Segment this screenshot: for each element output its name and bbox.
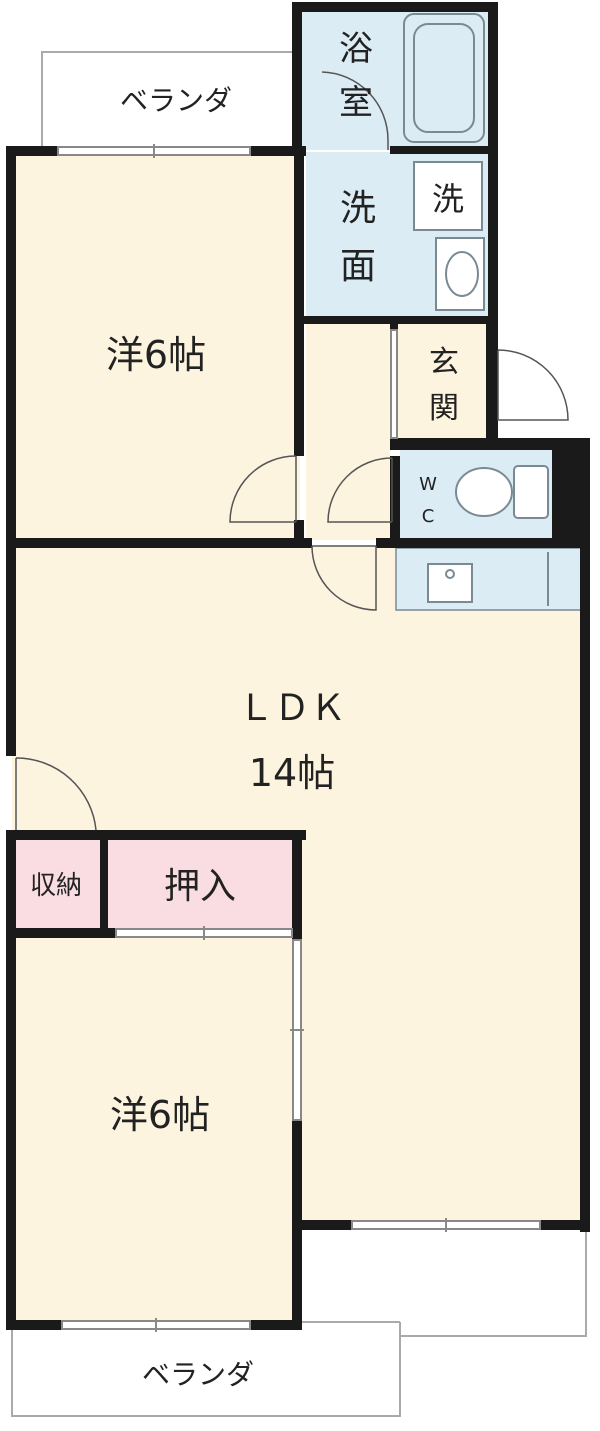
- washer-label: 洗: [432, 180, 464, 218]
- bathtub: [403, 13, 485, 143]
- wall: [100, 830, 108, 936]
- wall: [6, 1320, 62, 1330]
- wall: [292, 830, 302, 940]
- closet-area: [108, 838, 294, 930]
- sink-basin: [445, 251, 479, 297]
- bedroom-bottom-area: [12, 936, 300, 1320]
- closet-label: 押入: [164, 866, 236, 907]
- windows: [57, 144, 541, 1332]
- doors: [15, 71, 569, 831]
- balcony-top-outline: [41, 51, 294, 148]
- kitchen-counter: [395, 547, 583, 611]
- wall: [292, 2, 498, 12]
- wall: [294, 520, 304, 540]
- wall: [300, 316, 498, 324]
- bedroom-top-area: [12, 152, 300, 540]
- kitchen-drain: [445, 569, 455, 579]
- washroom-label: 洗: [340, 188, 376, 229]
- wall: [292, 1120, 302, 1330]
- wall: [6, 538, 312, 548]
- wall: [390, 456, 400, 540]
- wall: [580, 538, 590, 1232]
- wall: [250, 146, 306, 156]
- door-storage: [15, 757, 97, 831]
- fixtures: [403, 13, 549, 606]
- wall: [486, 322, 498, 440]
- balcony-top-label: ベランダ: [120, 84, 232, 117]
- balcony-top: ベランダ: [41, 51, 294, 148]
- wall: [6, 546, 16, 756]
- bathtub-inner: [413, 23, 475, 133]
- wc-label: W: [419, 474, 437, 495]
- ldk-size-label: 14帖: [249, 751, 335, 795]
- balcony-bottom-outline-step: [299, 1230, 400, 1323]
- bedroom-top-label: 洋6帖: [106, 333, 206, 377]
- wall: [250, 1320, 302, 1330]
- wall: [6, 830, 16, 1330]
- entrance-area: [396, 322, 490, 440]
- washroom-label: 面: [340, 246, 376, 287]
- room-labels: 浴 室 洗 面 洗 玄 関 W C 洋6帖 ＬＤＫ 14帖 収納 押入 洋6帖: [30, 29, 464, 1137]
- door-bathroom: [321, 71, 389, 150]
- wall: [294, 146, 304, 456]
- wall: [390, 322, 398, 330]
- hallway-area: [306, 322, 390, 540]
- toilet-bowl: [455, 467, 513, 517]
- sliding-door-entrance: [390, 329, 398, 439]
- entrance-label: 玄: [429, 345, 459, 380]
- wall: [552, 438, 590, 544]
- wall: [488, 2, 498, 324]
- wall: [376, 538, 590, 548]
- storage-label: 収納: [30, 871, 82, 901]
- walls: [6, 2, 590, 1330]
- sink-cabinet: [435, 237, 485, 311]
- wall: [390, 146, 498, 154]
- wall: [390, 438, 590, 450]
- bathroom-label: 浴: [339, 29, 373, 69]
- door-bedroom-top: [229, 455, 297, 523]
- toilet-tank: [513, 465, 549, 519]
- wall: [292, 2, 302, 152]
- ldk-label: ＬＤＫ: [238, 688, 346, 729]
- door-entrance: [497, 349, 569, 421]
- balcony-bottom-label: ベランダ: [142, 1358, 254, 1391]
- bathroom-label: 室: [339, 83, 373, 123]
- wall: [6, 146, 16, 546]
- door-ldk: [311, 545, 377, 611]
- washer-space: [413, 161, 483, 231]
- wall: [540, 1220, 590, 1230]
- door-wc: [327, 457, 393, 523]
- wall: [6, 146, 58, 156]
- wall: [6, 830, 306, 840]
- wc-label: C: [422, 506, 435, 527]
- storage-area: [12, 838, 100, 930]
- entrance-label: 関: [429, 391, 459, 426]
- bedroom-bottom-label: 洋6帖: [110, 1093, 210, 1137]
- wall: [300, 1220, 352, 1230]
- wall: [6, 928, 116, 938]
